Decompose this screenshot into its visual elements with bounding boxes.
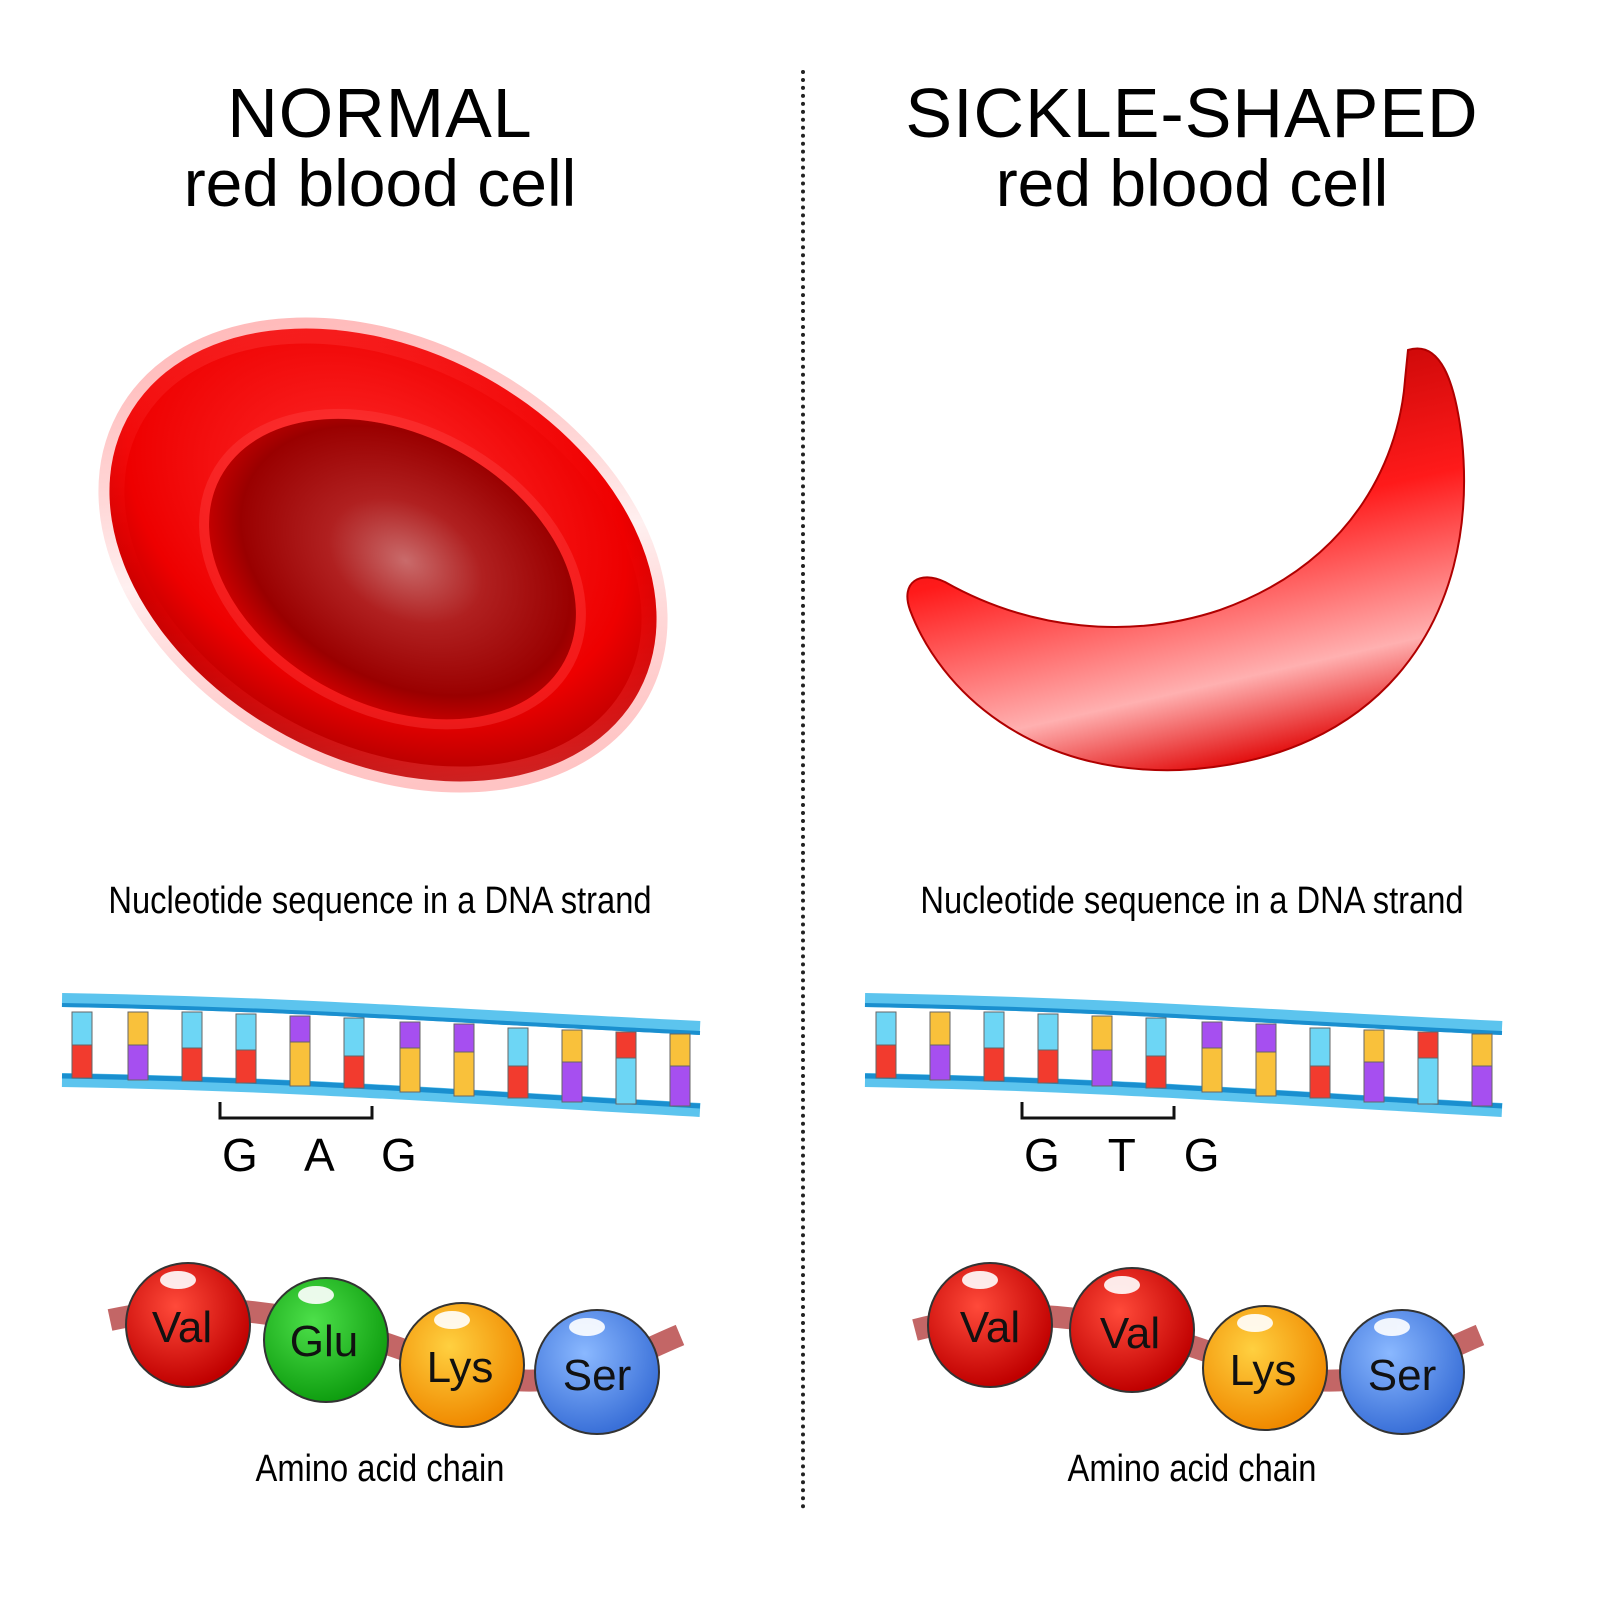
normal-dna-strand-icon [61, 993, 701, 1120]
normal-title-line1: NORMAL [227, 74, 533, 152]
normal-dna-caption: Nucleotide sequence in a DNA strand [108, 880, 652, 922]
sickle-dna-caption: Nucleotide sequence in a DNA strand [920, 880, 1464, 922]
normal-amino-acid-chain-icon: Val Glu Lys Ser [107, 1262, 685, 1435]
sickle-aa-4: Ser [1368, 1351, 1436, 1400]
normal-title-line2: red blood cell [183, 146, 577, 220]
normal-panel: NORMAL red blood cell [61, 74, 701, 1490]
normal-codon-label: G A G [222, 1129, 435, 1181]
sickle-title-line1: SICKLE-SHAPED [905, 74, 1479, 152]
sickle-panel: SICKLE-SHAPED red blood cell Nucleotide … [800, 0, 1600, 1600]
sickle-aa-3: Lys [1230, 1346, 1297, 1395]
normal-amino-caption: Amino acid chain [255, 1448, 505, 1490]
sickle-red-blood-cell-icon [906, 347, 1466, 772]
sickle-amino-caption: Amino acid chain [1067, 1448, 1317, 1490]
normal-aa-3: Lys [427, 1343, 494, 1392]
sickle-aa-2: Val [1100, 1309, 1160, 1358]
sickle-title-line2: red blood cell [995, 146, 1389, 220]
normal-aa-2: Glu [290, 1317, 358, 1366]
normal-red-blood-cell-icon [98, 317, 668, 793]
sickle-aa-1: Val [960, 1303, 1020, 1352]
panel-divider [801, 70, 805, 1510]
sickle-codon-label: G T G [1024, 1129, 1238, 1181]
normal-aa-4: Ser [563, 1351, 631, 1400]
sickle-dna-strand-icon [864, 993, 1503, 1120]
sickle-amino-acid-chain-icon: Val Val Lys Ser [912, 1262, 1485, 1435]
normal-aa-1: Val [152, 1303, 212, 1352]
